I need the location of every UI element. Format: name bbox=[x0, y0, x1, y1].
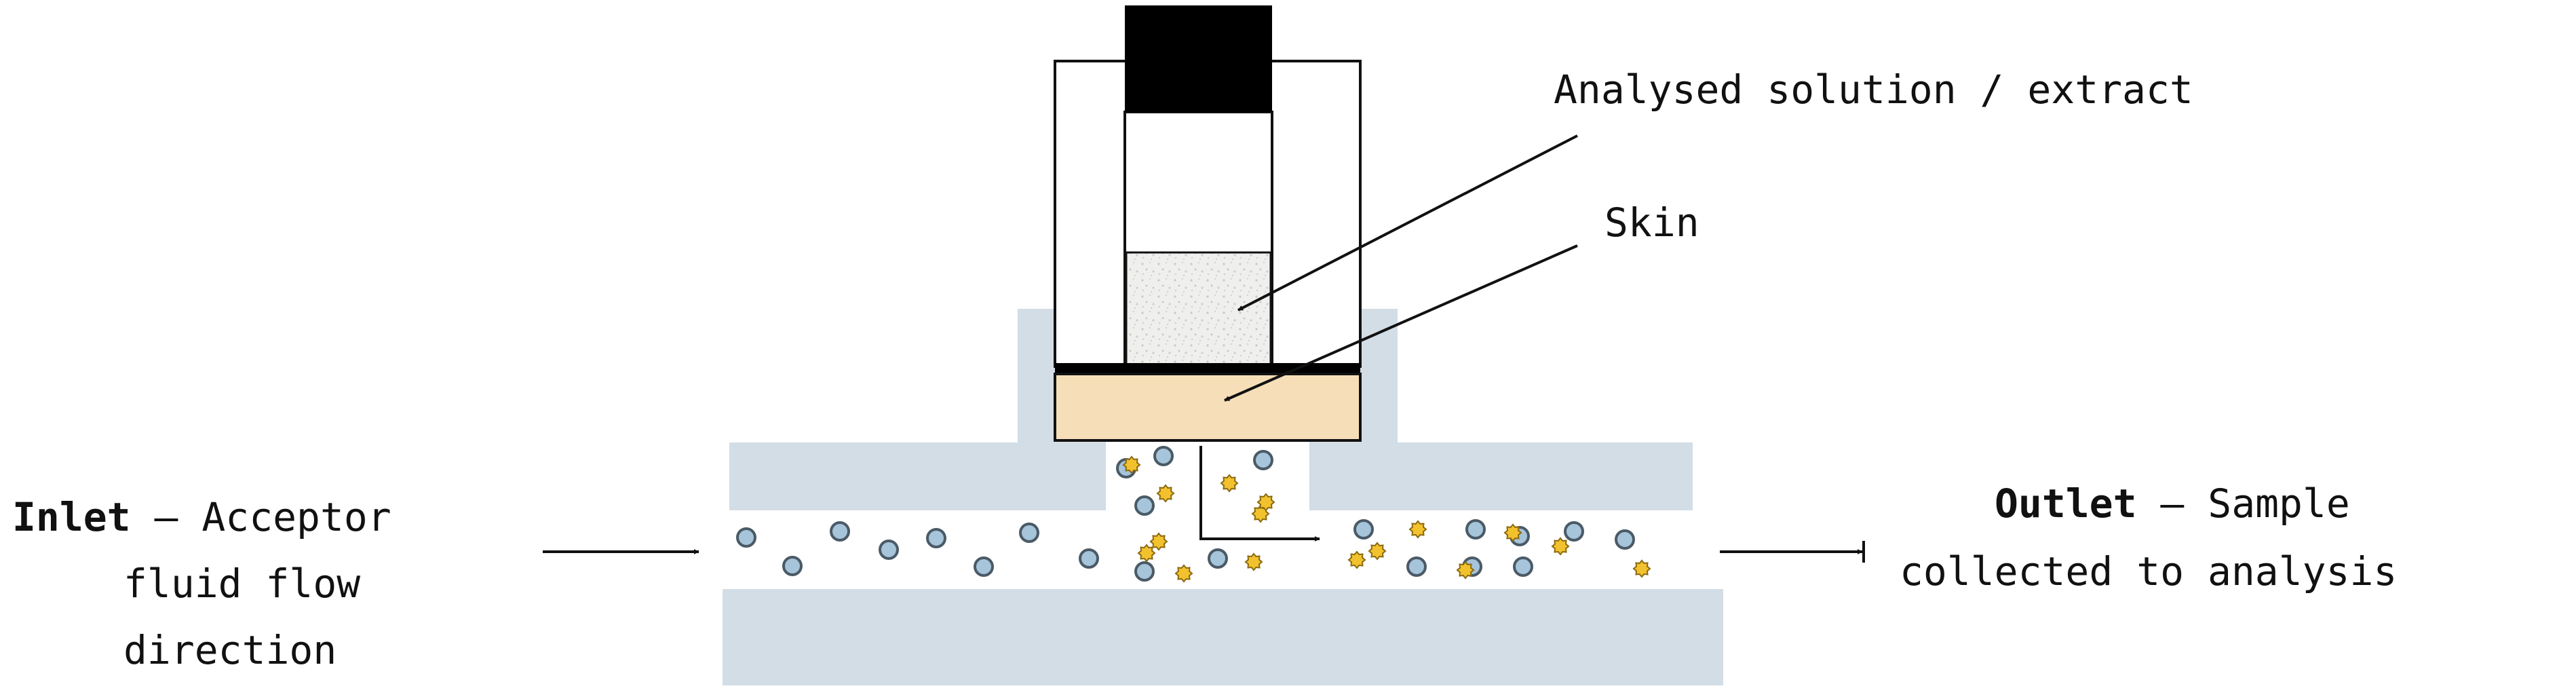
acceptor-particle bbox=[1134, 561, 1155, 582]
inlet-label-rest: – Acceptor bbox=[131, 494, 391, 540]
acceptor-particle bbox=[1253, 450, 1273, 470]
permeant-particle bbox=[1632, 559, 1651, 578]
particles bbox=[736, 446, 1651, 583]
plunger bbox=[1125, 5, 1272, 112]
analysed-solution-label: Analysed solution / extract bbox=[1554, 67, 2193, 113]
permeant-particle bbox=[1220, 474, 1239, 493]
permeant-particle bbox=[1503, 523, 1522, 542]
acceptor-particle bbox=[926, 528, 946, 548]
permeant-particle bbox=[1456, 561, 1475, 580]
inlet-label-line3: direction bbox=[123, 627, 337, 673]
acceptor-particle bbox=[1019, 523, 1039, 543]
permeant-particle bbox=[1256, 493, 1275, 512]
inlet-label-line2: fluid flow bbox=[123, 561, 360, 607]
analysed-solution bbox=[1125, 251, 1272, 366]
outlet-label-rest: – Sample bbox=[2137, 480, 2350, 527]
acceptor-particle bbox=[1134, 495, 1155, 516]
acceptor-particle bbox=[1406, 556, 1427, 577]
acceptor-particle bbox=[1353, 519, 1374, 540]
permeant-particle bbox=[1174, 564, 1193, 583]
skin-label: Skin bbox=[1604, 200, 1699, 246]
acceptor-particle bbox=[1465, 519, 1486, 540]
permeant-particle bbox=[1156, 484, 1175, 503]
permeant-particle bbox=[1347, 550, 1366, 569]
internal-flow-arrow bbox=[1199, 446, 1320, 542]
channel-lower-wall bbox=[723, 589, 1723, 685]
solution-pointer-arrow bbox=[1237, 134, 1578, 311]
permeant-particle bbox=[1368, 542, 1387, 561]
inlet-label-bold: Inlet bbox=[12, 494, 131, 540]
acceptor-particle bbox=[782, 556, 803, 576]
permeant-particle bbox=[1122, 455, 1141, 474]
skin-layer bbox=[1054, 373, 1362, 442]
donor-cell bbox=[1054, 5, 1362, 442]
permeant-particle bbox=[1244, 552, 1263, 571]
skin-membrane-line bbox=[1055, 363, 1360, 374]
permeant-particle bbox=[1408, 520, 1427, 539]
permeant-particle bbox=[1137, 544, 1156, 563]
acceptor-particle bbox=[879, 540, 899, 560]
acceptor-particle bbox=[1153, 446, 1174, 466]
acceptor-particle bbox=[1079, 548, 1099, 569]
permeant-particle bbox=[1551, 537, 1570, 556]
outlet-label: Outlet – Sample bbox=[1995, 480, 2350, 527]
skin-pointer-arrow bbox=[1224, 244, 1578, 402]
acceptor-particle bbox=[1564, 521, 1584, 542]
inlet-label: Inlet – Acceptor bbox=[12, 494, 391, 540]
outlet-label-bold: Outlet bbox=[1995, 480, 2137, 527]
acceptor-particle bbox=[1513, 556, 1533, 577]
acceptor-particle bbox=[1208, 548, 1228, 569]
acceptor-particle bbox=[974, 556, 994, 577]
permeant-particle bbox=[1149, 532, 1168, 551]
acceptor-particle bbox=[1615, 529, 1635, 550]
acceptor-particle bbox=[736, 527, 756, 548]
acceptor-particle bbox=[830, 521, 850, 542]
outlet-label-line2: collected to analysis bbox=[1900, 548, 2397, 594]
